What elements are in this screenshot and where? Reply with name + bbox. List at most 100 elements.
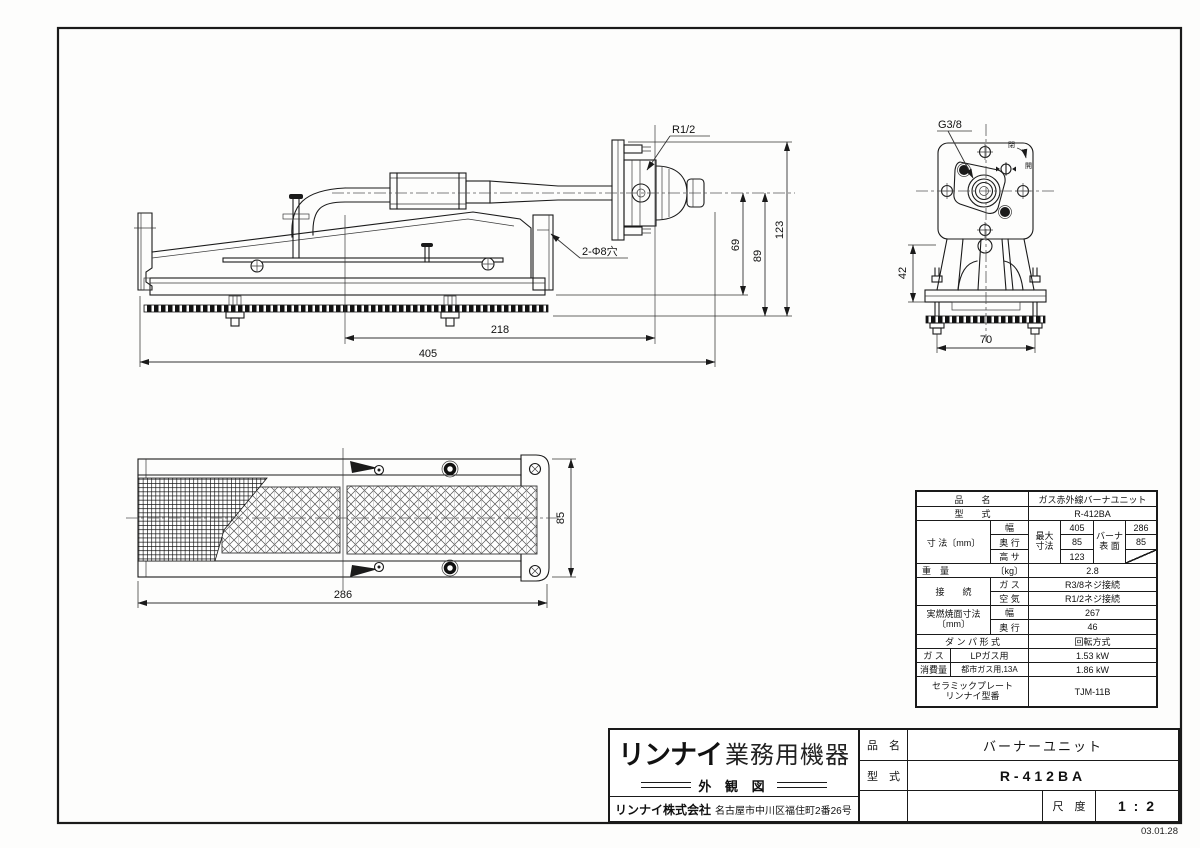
base-bolt [929,267,945,335]
spec-firing-surface-label: 実燃焼面寸法 〔mm〕 [917,606,991,635]
empty-cell [908,791,1043,821]
label-2-phi8-holes: 2-Φ8穴 [582,244,618,258]
scale-value: 1 : 2 [1117,798,1156,814]
metal-mesh-screen [137,477,268,562]
double-rule-right [776,782,827,788]
spec-name-value: ガス赤外線バーナユニット [1029,492,1156,507]
model-value: R-412BA [999,767,1087,784]
product-name-value: バーナーユニット [982,738,1103,754]
spec-ceramic-label: セラミックプレート リンナイ型番 [917,677,1029,706]
spec-conn-air-value: R1/2ネジ接続 [1029,592,1156,606]
corner-screw [528,462,542,476]
spec-ceramic-label-line1: セラミックプレート [931,680,1013,691]
label-open: 開 [1025,162,1032,170]
spec-cons-city-label: 都市ガス用,13A [951,663,1029,677]
spec-model-value: R-412BA [1029,507,1156,521]
dim-69: 69 [730,239,742,251]
spec-burner-width: 286 [1126,521,1156,535]
spec-max-height: 123 [1061,550,1094,564]
shelf-screw [250,257,495,273]
title-block-logo-section: リンナイ 業務用機器 外 観 図 リンナイ株式会社 名古屋市中川区福住町2番26… [610,730,860,821]
label-r12: R1/2 [672,124,695,136]
spec-ceramic-value: TJM-11B [1074,686,1111,697]
spec-damper-value: 回転方式 [1029,635,1156,649]
spec-firing-depth-value: 46 [1029,620,1156,635]
spec-cons-city-value: 1.86 kW [1029,663,1156,677]
sheet-border [56,26,1183,825]
end-view: 閉 開 G3/8 [897,119,1055,353]
spec-max-dims-label-line1: 最大 [1035,531,1054,542]
spec-max-dims-label-line2: 寸法 [1035,541,1054,551]
dim-286: 286 [334,589,352,601]
ceramic-plate-panel [346,485,538,555]
plan-view: 286 85 [126,448,576,608]
model-label: 型 式 [860,761,908,790]
company-name: リンナイ株式会社 [615,802,712,817]
spec-burner-surface-label-line2: 表 面 [1099,541,1120,551]
face-screw [441,460,459,577]
valve-assembly [611,139,705,241]
product-name-label: 品 名 [860,730,908,760]
label-g38: G3/8 [938,119,962,131]
spec-firing-width-label: 幅 [991,606,1029,620]
brand-suffix: 業務用機器 [725,741,850,769]
spec-max-dims-label: 最大 寸法 [1029,521,1061,564]
spec-cons-lp-label: LPガス用 [951,649,1029,663]
spec-firing-surface-label-line2: 〔mm〕 [937,619,970,629]
spec-burner-height-na [1126,550,1156,564]
company-address: 名古屋市中川区福住町2番26号 [715,805,852,817]
dim-405: 405 [419,348,437,360]
spec-weight-label: 重 量 〔kg〕 [917,564,1029,578]
spec-cons-gas-label: ガ ス [917,649,951,663]
spec-weight-value: 2.8 [1029,564,1156,578]
spec-dims-depth-label: 奥 行 [991,535,1029,550]
cover-screw [282,194,310,259]
damper-lever [996,162,1016,176]
spec-cons-lp-value: 1.53 kW [1029,649,1156,663]
retainer-clip [350,561,385,577]
spec-weight-unit: 〔kg〕 [995,566,1023,576]
date-stamp: 03.01.28 [1141,826,1178,837]
side-view: 218 405 69 89 123 R1/2 2-Φ8穴 [134,124,795,367]
mesh-bolt [225,295,245,327]
brand-row: リンナイ 業務用機器 [610,730,858,774]
spec-dims-label: 寸 法〔mm〕 [917,521,991,564]
spec-conn-gas-value: R3/8ネジ接続 [1029,578,1156,592]
spec-firing-depth-label: 奥 行 [991,620,1029,635]
label-closed: 閉 [1008,141,1015,149]
title-block-fields: 品 名 バーナーユニット 型 式 R-412BA 尺 度 1 : 2 [860,730,1178,821]
spec-burner-surface-label-line1: バーナ [1095,531,1123,542]
spec-dims-height-label: 高 サ [991,550,1029,564]
empty-cell [860,791,908,821]
title-block: リンナイ 業務用機器 外 観 図 リンナイ株式会社 名古屋市中川区福住町2番26… [608,728,1180,823]
spec-firing-width-value: 267 [1029,606,1156,620]
spec-model-label: 型 式 [917,507,1029,521]
spec-conn-air-label: 空 気 [991,592,1029,606]
spec-weight-label-text: 重 量 [922,566,950,576]
spec-burner-surface-label: バーナ 表 面 [1094,521,1126,564]
spec-name-label: 品 名 [917,492,1029,507]
spec-dims-width-label: 幅 [991,521,1029,535]
cover-screw [421,243,433,263]
company-row: リンナイ株式会社 名古屋市中川区福住町2番26号 [610,796,858,821]
corner-screw [528,564,542,578]
brand-logo: リンナイ [618,739,723,770]
spec-ceramic-label-line2: リンナイ型番 [945,690,1000,701]
dim-123: 123 [774,221,786,239]
retainer-clip [350,461,385,476]
spec-max-depth: 85 [1061,535,1094,550]
spec-max-width: 405 [1061,521,1094,535]
dim-42: 42 [897,267,909,279]
spec-conn-gas-label: ガ ス [991,578,1029,592]
dim-218: 218 [491,324,509,336]
double-rule-left [641,782,692,788]
doc-type: 外 観 図 [698,778,770,794]
spec-burner-depth: 85 [1126,535,1156,550]
dim-85: 85 [555,512,567,524]
doc-type-row: 外 観 図 [610,774,858,796]
mesh-bolt [440,295,460,327]
scale-label: 尺 度 [1043,791,1096,821]
spec-damper-label: ダ ン パ 形 式 [917,635,1029,649]
